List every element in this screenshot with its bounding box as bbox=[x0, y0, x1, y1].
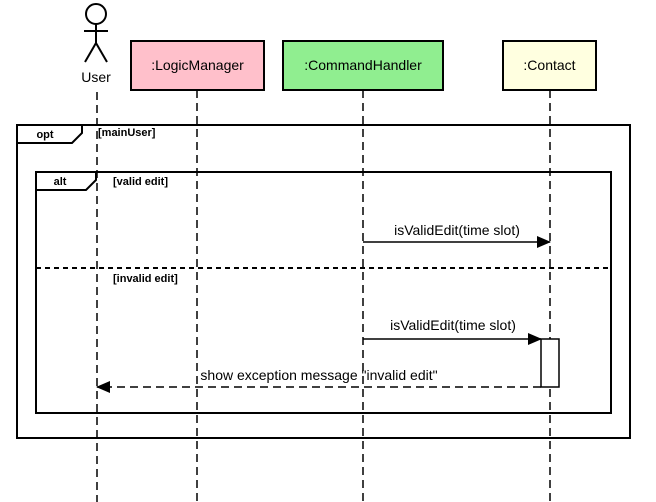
message-is-valid-edit-2: isValidEdit(time slot) bbox=[363, 317, 542, 345]
contact-activation-bar bbox=[540, 338, 560, 388]
opt-guard: [mainUser] bbox=[98, 127, 156, 139]
message-label: isValidEdit(time slot) bbox=[394, 222, 520, 238]
participant-logicmanager: :LogicManager bbox=[130, 40, 265, 91]
opt-frame bbox=[16, 124, 631, 439]
commandhandler-label: :CommandHandler bbox=[304, 57, 422, 73]
alt-guard-invalid: [invalid edit] bbox=[113, 273, 178, 285]
user-actor: User bbox=[81, 3, 111, 85]
alt-guard-valid: [valid edit] bbox=[113, 176, 168, 188]
message-label: show exception message "invalid edit" bbox=[200, 367, 437, 383]
commandhandler-box bbox=[282, 40, 444, 91]
logicmanager-label: :LogicManager bbox=[151, 57, 244, 73]
actor-head bbox=[85, 3, 107, 25]
actor-label: User bbox=[81, 69, 111, 85]
contact-box bbox=[502, 40, 597, 91]
actor-left-leg bbox=[84, 42, 97, 63]
alt-operator-tab bbox=[35, 171, 97, 191]
alt-fragment: alt [valid edit] [invalid edit] bbox=[35, 171, 612, 414]
logicmanager-box bbox=[130, 40, 265, 91]
opt-operator-label: opt bbox=[36, 129, 53, 141]
message-is-valid-edit-1: isValidEdit(time slot) bbox=[363, 222, 551, 248]
opt-fragment: opt [mainUser] bbox=[16, 124, 631, 439]
contact-label: :Contact bbox=[523, 57, 575, 73]
actor-right-leg bbox=[95, 42, 108, 63]
message-label: isValidEdit(time slot) bbox=[390, 317, 516, 333]
message-show-exception: show exception message "invalid edit" bbox=[96, 367, 541, 393]
alt-frame bbox=[35, 171, 612, 414]
alt-operator-label: alt bbox=[54, 176, 67, 188]
participant-contact: :Contact bbox=[502, 40, 597, 91]
participant-commandhandler: :CommandHandler bbox=[282, 40, 444, 91]
opt-operator-tab bbox=[16, 124, 83, 144]
